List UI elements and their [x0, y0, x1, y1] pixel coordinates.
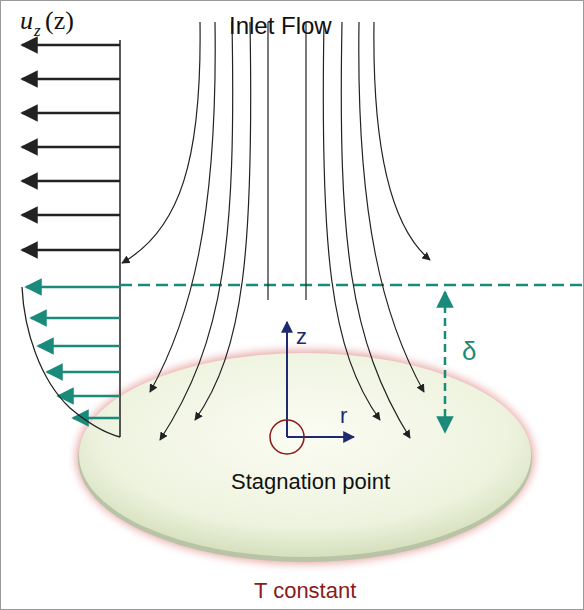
flow-title: Inlet Flow [229, 14, 332, 38]
disk-outline [68, 342, 542, 572]
velocity-symbol: u [20, 8, 33, 34]
axis-label: r [340, 405, 347, 427]
thickness-label: δ [462, 338, 476, 364]
disk-label: Stagnation point [231, 471, 390, 493]
velocity-argument: (z) [45, 8, 74, 34]
axis-label: z [296, 326, 307, 348]
plate-disk: Stagnation point [68, 342, 542, 572]
boundary-condition: T constant [254, 580, 356, 602]
velocity-subscript: z [34, 22, 41, 39]
